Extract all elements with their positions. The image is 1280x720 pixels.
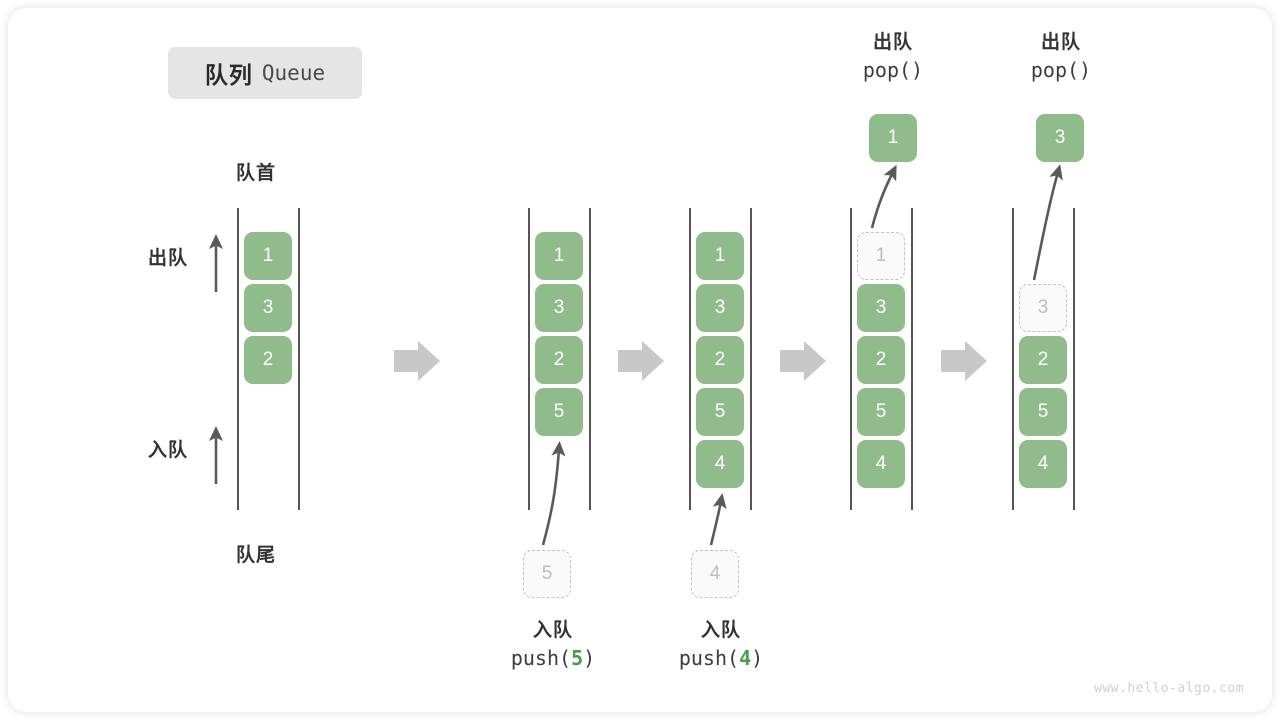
front-label: 队首 <box>236 163 277 184</box>
queue-element: 2 <box>696 336 744 384</box>
pop-arrow-icon <box>870 164 897 229</box>
step-arrow-icon <box>394 341 440 381</box>
queue-element: 4 <box>1019 440 1067 488</box>
push-caption-2: 入队 push(4) <box>631 618 811 672</box>
queue-element: 2 <box>535 336 583 384</box>
pop-caption-label: 出队 <box>872 32 913 53</box>
rear-label: 队尾 <box>236 545 277 566</box>
queue-element: 1 <box>535 232 583 280</box>
queue-element: 5 <box>857 388 905 436</box>
rail-left-col1 <box>237 208 239 510</box>
step-arrow-icon <box>618 341 664 381</box>
step-arrow-icon <box>780 341 826 381</box>
queue-element: 2 <box>244 336 292 384</box>
rail-right-col4 <box>911 208 913 510</box>
step-arrow-icon <box>941 341 987 381</box>
title-badge: 队列 Queue <box>168 47 362 99</box>
push-caption-code: push(5) <box>510 646 596 670</box>
pop-arrow-icon <box>1032 164 1063 281</box>
popped-element: 1 <box>869 114 917 162</box>
queue-element: 2 <box>857 336 905 384</box>
incoming-element-ghost: 5 <box>523 550 571 598</box>
rail-left-col3 <box>689 208 691 510</box>
queue-element: 5 <box>696 388 744 436</box>
queue-element: 5 <box>535 388 583 436</box>
push-caption-code: push(4) <box>678 646 764 670</box>
queue-element: 3 <box>244 284 292 332</box>
push-caption-label: 入队 <box>532 620 573 641</box>
queue-element: 4 <box>696 440 744 488</box>
pop-side-label: 出队 <box>148 248 189 269</box>
queue-element: 4 <box>857 440 905 488</box>
rail-left-col5 <box>1012 208 1014 510</box>
title-en: Queue <box>261 61 326 85</box>
rail-right-col3 <box>750 208 752 510</box>
queue-element: 1 <box>696 232 744 280</box>
push-arrow-icon <box>541 440 566 546</box>
push-arrow-icon <box>709 493 727 546</box>
rail-left-col2 <box>528 208 530 510</box>
push-caption-label: 入队 <box>700 620 741 641</box>
pop-caption-code: pop() <box>1030 58 1092 82</box>
queue-element: 3 <box>857 284 905 332</box>
queue-element: 3 <box>535 284 583 332</box>
pop-caption-1: 出队 pop() <box>803 30 983 84</box>
pop-caption-label: 出队 <box>1040 32 1081 53</box>
popped-element: 3 <box>1036 114 1084 162</box>
rail-right-col1 <box>298 208 300 510</box>
popped-element-ghost: 3 <box>1019 284 1067 332</box>
incoming-element-ghost: 4 <box>691 550 739 598</box>
queue-element: 3 <box>696 284 744 332</box>
title-cn: 队列 <box>204 62 253 88</box>
queue-element: 1 <box>244 232 292 280</box>
push-caption-1: 入队 push(5) <box>463 618 643 672</box>
pop-caption-2: 出队 pop() <box>971 30 1151 84</box>
queue-element: 2 <box>1019 336 1067 384</box>
watermark: www.hello-algo.com <box>1094 681 1244 696</box>
rail-right-col2 <box>589 208 591 510</box>
popped-element-ghost: 1 <box>857 232 905 280</box>
queue-element: 5 <box>1019 388 1067 436</box>
pop-caption-code: pop() <box>862 58 924 82</box>
rail-left-col4 <box>850 208 852 510</box>
push-side-label: 入队 <box>148 440 189 461</box>
rail-right-col5 <box>1073 208 1075 510</box>
